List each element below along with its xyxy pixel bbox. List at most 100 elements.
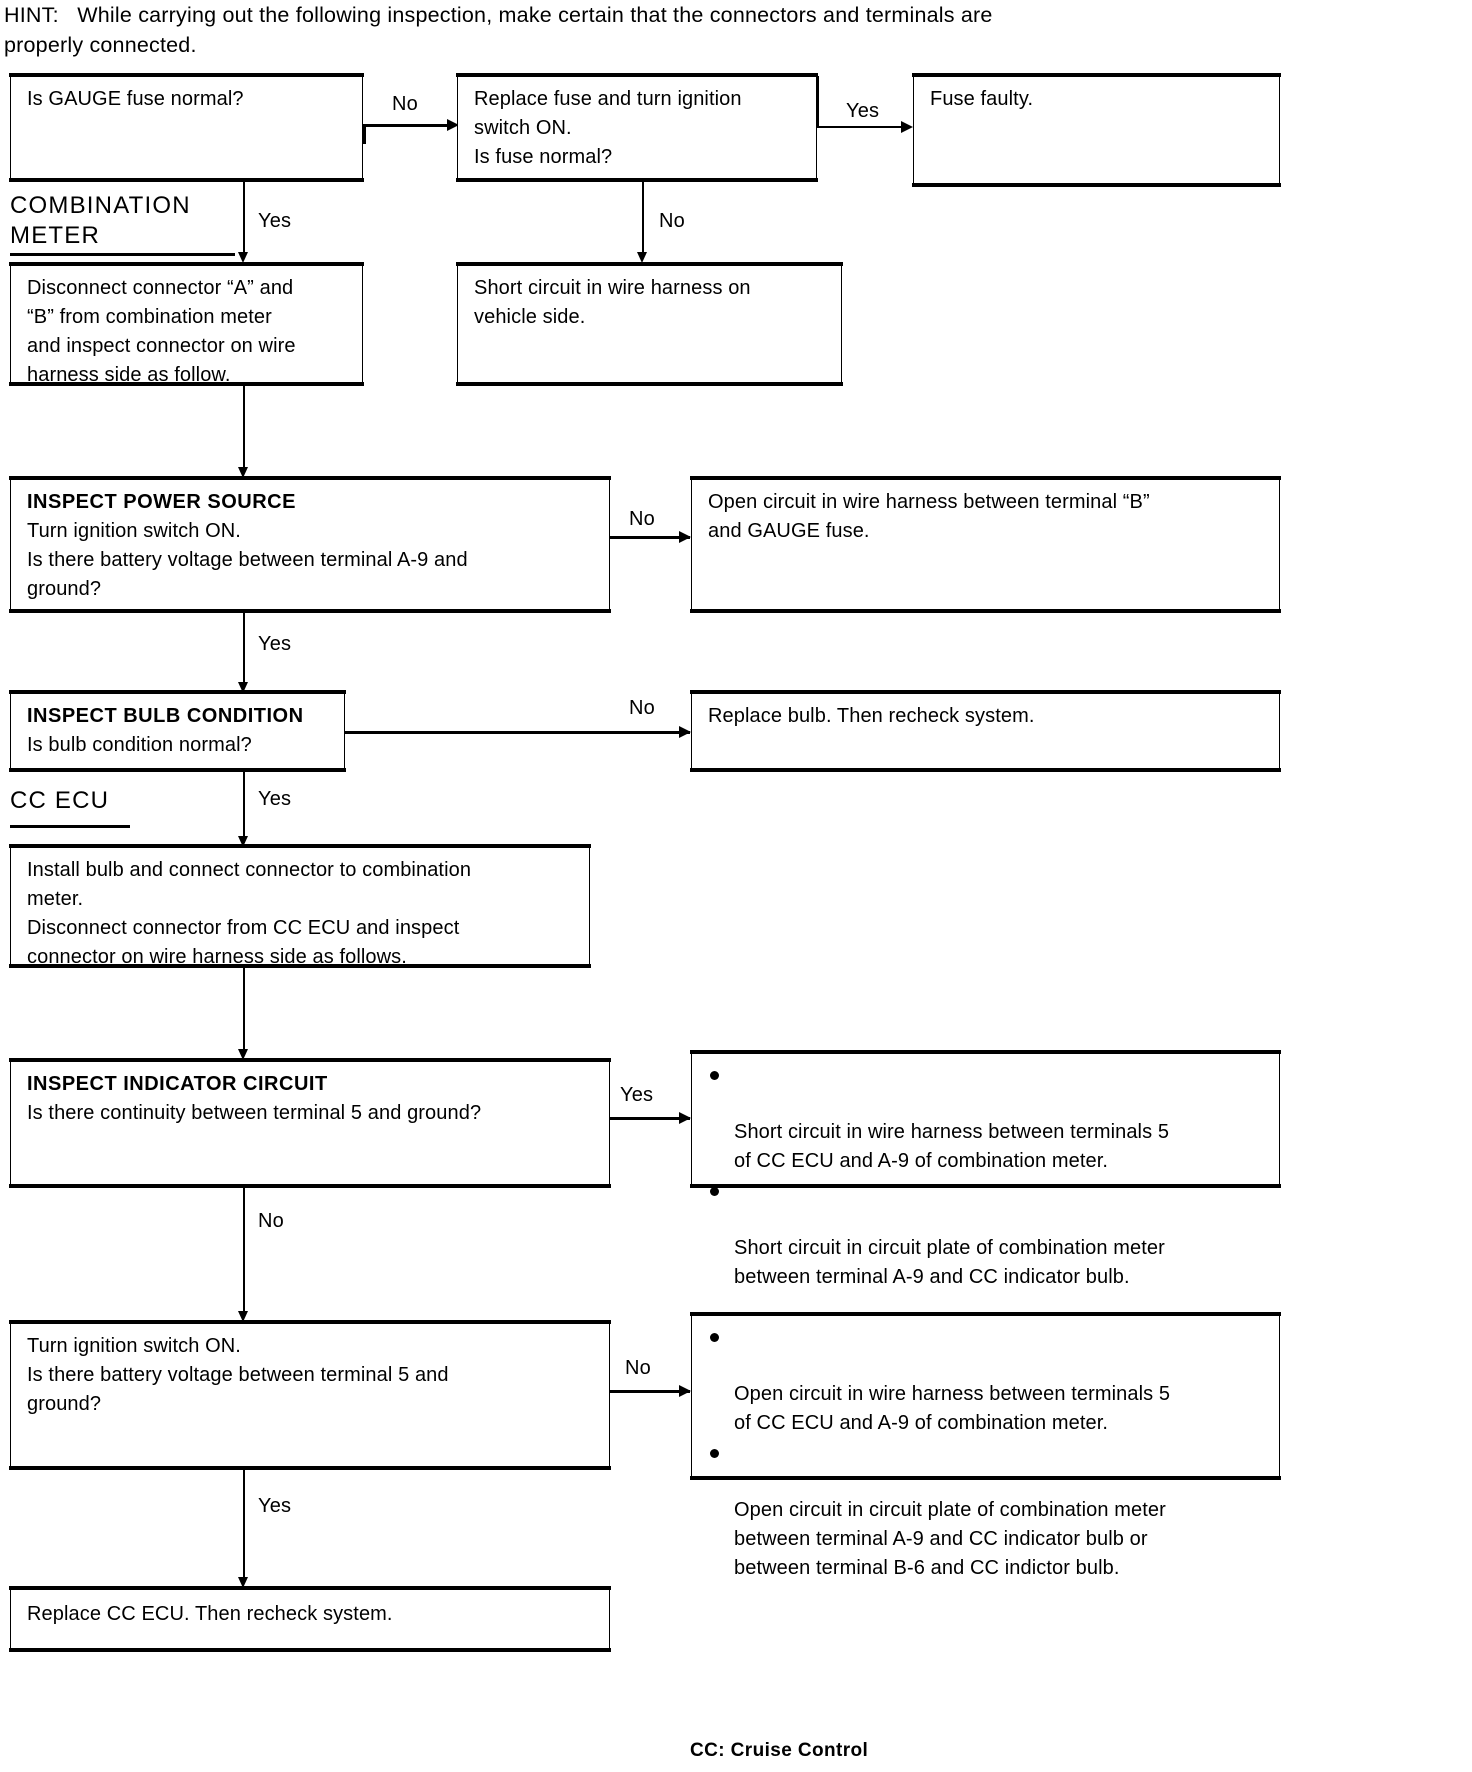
list-item: Short circuit in wire harness between te… — [708, 1060, 1265, 1176]
box-inspect-indicator-circuit-heading: INSPECT INDICATOR CIRCUIT — [27, 1073, 328, 1095]
box-inspect-power-source-line-0: Turn ignition switch ON. — [27, 520, 241, 542]
connector-power-to-bulb-vertical — [243, 612, 245, 688]
box-turn-ignition-terminal5: Turn ignition switch ON. Is there batter… — [9, 1320, 611, 1470]
arrow-replace-to-short — [637, 252, 647, 263]
arrow-turn-to-open — [679, 1385, 691, 1397]
box-inspect-bulb-condition: INSPECT BULB CONDITION Is bulb condition… — [9, 690, 346, 772]
box-gauge-fuse: Is GAUGE fuse normal? — [9, 73, 364, 182]
arrow-bulb-to-replace — [679, 726, 691, 738]
edge-label-bulb-to-install: Yes — [258, 788, 292, 810]
list-item: Open circuit in wire harness between ter… — [708, 1322, 1265, 1438]
hint-text: HINT: While carrying out the following i… — [4, 3, 993, 57]
bullet-dot-icon — [710, 1071, 719, 1080]
connector-replace-to-faulty-vertical — [817, 76, 819, 128]
connector-indicator-to-short-horizontal — [610, 1117, 690, 1120]
caption-combination-meter-rule — [10, 253, 235, 256]
box-install-bulb: Install bulb and connect connector to co… — [9, 844, 591, 968]
list-item: Short circuit in circuit plate of combin… — [708, 1176, 1265, 1292]
box-disconnect-connectors-line-1: “B” from combination meter — [27, 306, 272, 328]
edge-label-gauge-to-disconnect: Yes — [258, 210, 292, 232]
connector-bulb-to-install-vertical — [243, 771, 245, 843]
short-circuit-results-list: Short circuit in wire harness between te… — [708, 1060, 1265, 1292]
connector-gauge-to-disconnect-vertical — [243, 181, 245, 254]
bullet-dot-icon — [710, 1449, 719, 1458]
box-replace-fuse-line-1: switch ON. — [474, 117, 572, 139]
arrow-install-to-indicator — [238, 1049, 248, 1060]
box-disconnect-connectors-line-3: harness side as follow. — [27, 364, 231, 386]
arrow-indicator-to-short — [679, 1112, 691, 1124]
connector-bulb-to-replace-horizontal — [345, 731, 690, 734]
box-inspect-bulb-condition-line-0: Is bulb condition normal? — [27, 734, 252, 756]
edge-label-turn-to-replace-ecu: Yes — [258, 1495, 292, 1517]
connector-replace-to-short-vertical — [642, 181, 644, 254]
box-inspect-power-source-line-1: Is there battery voltage between termina… — [27, 549, 468, 571]
edge-label-power-to-bulb: Yes — [258, 633, 292, 655]
edge-label-replace-to-faulty: Yes — [846, 100, 880, 122]
box-replace-fuse-line-0: Replace fuse and turn ignition — [474, 88, 742, 110]
box-replace-bulb: Replace bulb. Then recheck system. — [690, 690, 1281, 772]
arrow-replace-to-faulty — [901, 121, 913, 133]
edge-label-indicator-to-turn: No — [258, 1210, 284, 1232]
edge-label-turn-to-open: No — [625, 1357, 651, 1379]
box-inspect-indicator-circuit-line-0: Is there continuity between terminal 5 a… — [27, 1102, 482, 1124]
edge-label-indicator-to-short: Yes — [620, 1084, 654, 1106]
arrow-gauge-to-replace — [447, 119, 459, 131]
edge-label-power-to-open: No — [629, 508, 655, 530]
open-circuit-results-bullet-1: Open circuit in circuit plate of combina… — [734, 1499, 1166, 1579]
box-replace-cc-ecu-line-0: Replace CC ECU. Then recheck system. — [27, 1603, 393, 1625]
short-circuit-results-bullet-0: Short circuit in wire harness between te… — [734, 1121, 1170, 1172]
connector-gauge-to-replace-horizontal — [363, 124, 451, 127]
box-short-circuit-vehicle-line-0: Short circuit in wire harness on — [474, 277, 751, 299]
box-inspect-power-source: INSPECT POWER SOURCE Turn ignition switc… — [9, 476, 611, 613]
box-turn-ignition-terminal5-line-2: ground? — [27, 1393, 102, 1415]
box-open-circuit-b-gauge: Open circuit in wire harness between ter… — [690, 476, 1281, 613]
caption-combination-meter: COMBINATION METER — [10, 192, 191, 249]
connector-power-to-open-horizontal — [610, 536, 690, 539]
box-short-circuit-vehicle: Short circuit in wire harness on vehicle… — [456, 262, 843, 386]
box-fuse-faulty-line-0: Fuse faulty. — [930, 88, 1034, 110]
box-install-bulb-line-1: meter. — [27, 888, 84, 910]
box-turn-ignition-terminal5-line-0: Turn ignition switch ON. — [27, 1335, 241, 1357]
box-short-circuit-results: Short circuit in wire harness between te… — [690, 1050, 1281, 1288]
box-disconnect-connectors-line-0: Disconnect connector “A” and — [27, 277, 294, 299]
connector-turn-to-replace-ecu-vertical — [243, 1469, 245, 1583]
edge-label-gauge-to-replace: No — [392, 93, 418, 115]
connector-indicator-to-turn-vertical — [243, 1187, 245, 1317]
footnote-cc-cruise-control: CC: Cruise Control — [690, 1740, 869, 1761]
box-open-circuit-results: Open circuit in wire harness between ter… — [690, 1312, 1281, 1579]
bullet-dot-icon — [710, 1333, 719, 1342]
connector-disconnect-to-power-vertical — [243, 385, 245, 473]
short-circuit-results-bullet-1: Short circuit in circuit plate of combin… — [734, 1237, 1165, 1288]
box-install-bulb-line-3: connector on wire harness side as follow… — [27, 946, 407, 968]
box-replace-fuse-line-2: Is fuse normal? — [474, 146, 613, 168]
caption-cc-ecu: CC ECU — [10, 787, 110, 814]
box-inspect-indicator-circuit: INSPECT INDICATOR CIRCUIT Is there conti… — [9, 1058, 611, 1188]
box-inspect-power-source-line-2: ground? — [27, 578, 102, 600]
arrow-turn-to-replace-ecu — [238, 1577, 248, 1588]
box-short-circuit-vehicle-line-1: vehicle side. — [474, 306, 586, 328]
box-replace-bulb-line-0: Replace bulb. Then recheck system. — [708, 705, 1035, 727]
open-circuit-results-bullet-0: Open circuit in wire harness between ter… — [734, 1383, 1171, 1434]
arrow-bulb-to-install — [238, 836, 248, 847]
box-disconnect-connectors-line-2: and inspect connector on wire — [27, 335, 296, 357]
connector-install-to-indicator-vertical — [243, 967, 245, 1055]
caption-cc-ecu-rule — [10, 825, 130, 828]
open-circuit-results-list: Open circuit in wire harness between ter… — [708, 1322, 1265, 1583]
edge-label-replace-to-short: No — [659, 210, 685, 232]
edge-label-bulb-to-replace: No — [629, 697, 655, 719]
box-inspect-power-source-heading: INSPECT POWER SOURCE — [27, 491, 296, 513]
connector-gauge-to-replace-vertical — [363, 126, 366, 144]
box-install-bulb-line-2: Disconnect connector from CC ECU and ins… — [27, 917, 460, 939]
box-open-circuit-b-gauge-line-0: Open circuit in wire harness between ter… — [708, 491, 1150, 513]
box-disconnect-connectors: Disconnect connector “A” and “B” from co… — [9, 262, 364, 386]
arrow-disconnect-to-power — [238, 467, 248, 478]
arrow-indicator-to-turn — [238, 1311, 248, 1322]
box-open-circuit-b-gauge-line-1: and GAUGE fuse. — [708, 520, 870, 542]
box-gauge-fuse-line-0: Is GAUGE fuse normal? — [27, 88, 244, 110]
arrow-gauge-to-disconnect — [238, 252, 248, 263]
box-inspect-bulb-condition-heading: INSPECT BULB CONDITION — [27, 705, 304, 727]
box-turn-ignition-terminal5-line-1: Is there battery voltage between termina… — [27, 1364, 449, 1386]
connector-replace-to-faulty-horizontal — [817, 126, 907, 128]
box-replace-cc-ecu: Replace CC ECU. Then recheck system. — [9, 1586, 611, 1652]
